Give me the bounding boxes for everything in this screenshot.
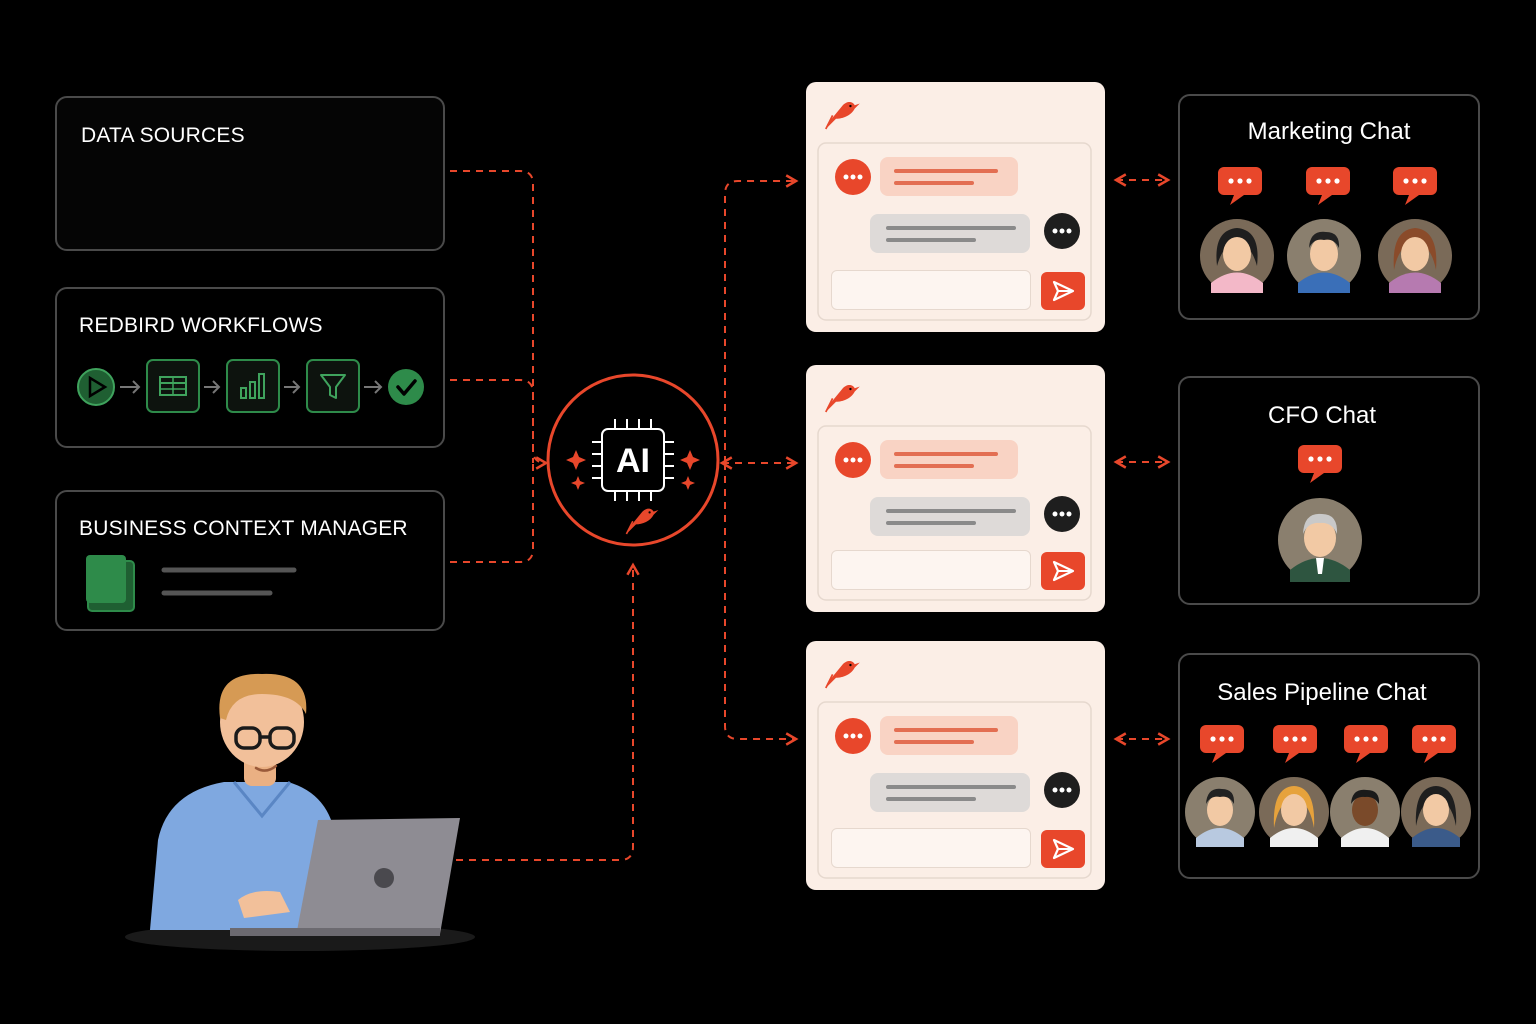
send-icon (1052, 560, 1075, 582)
connector-hub-chat-1 (724, 174, 799, 463)
bar-chart-icon (226, 359, 280, 413)
chat-area (817, 425, 1092, 601)
ai-message (880, 440, 1018, 479)
user-message (870, 773, 1030, 812)
glasses-icon (234, 726, 296, 750)
message-input[interactable] (831, 828, 1031, 868)
connector-data-sources (450, 170, 549, 470)
play-icon (77, 368, 115, 406)
avatar (1401, 777, 1471, 847)
ai-avatar-icon (835, 718, 871, 754)
marketing-chat-panel[interactable]: Marketing Chat (1178, 94, 1480, 320)
message-input[interactable] (831, 270, 1031, 310)
ai-avatar-icon (835, 159, 871, 195)
connector-lines (450, 170, 1171, 861)
send-icon (1052, 280, 1075, 302)
user-illustration (125, 673, 475, 951)
typing-indicator-icon (1044, 496, 1080, 532)
chat-window (806, 82, 1105, 332)
ai-label: AI (616, 442, 650, 480)
avatar (1378, 219, 1452, 293)
ai-message (880, 716, 1018, 755)
chat-title: Marketing Chat (1247, 118, 1411, 145)
panel-title: REDBIRD WORKFLOWS (79, 314, 323, 337)
ai-hub (546, 373, 720, 547)
user-message (870, 497, 1030, 536)
typing-indicator-icon (1044, 772, 1080, 808)
business-context-panel: BUSINESS CONTEXT MANAGER (55, 490, 445, 631)
chat-window (806, 365, 1105, 612)
cfo-chat-panel[interactable]: CFO Chat (1178, 376, 1480, 605)
user-message (870, 214, 1030, 253)
document-stack-icon (86, 555, 135, 612)
redbird-logo-icon (824, 101, 861, 130)
table-icon (146, 359, 200, 413)
connector-user (456, 562, 640, 861)
panel-title: BUSINESS CONTEXT MANAGER (79, 517, 408, 540)
connector-workflows (450, 379, 534, 463)
workflow-steps (77, 359, 424, 413)
send-button[interactable] (1041, 552, 1085, 590)
check-icon (388, 369, 424, 405)
send-button[interactable] (1041, 830, 1085, 868)
sales-chat-members (1185, 777, 1471, 847)
ai-avatar-icon (835, 442, 871, 478)
sparkle-icon (566, 450, 700, 490)
avatar (1259, 777, 1329, 847)
filter-icon (306, 359, 360, 413)
chat-title: CFO Chat (1267, 402, 1377, 429)
message-input[interactable] (831, 550, 1031, 590)
redbird-logo-icon (824, 660, 861, 689)
chat-window (806, 641, 1105, 890)
sales-pipeline-chat-panel[interactable]: Sales Pipeline Chat (1178, 653, 1480, 879)
workflows-panel: REDBIRD WORKFLOWS (55, 287, 445, 448)
connector-hub-chat-3 (724, 463, 799, 746)
data-sources-panel: DATA SOURCES (55, 96, 445, 251)
chat-area (817, 701, 1092, 879)
avatar (1278, 498, 1362, 582)
typing-indicator-icon (1044, 213, 1080, 249)
chat-area (817, 142, 1092, 321)
marketing-chat-members (1200, 219, 1452, 293)
panel-title: DATA SOURCES (81, 124, 245, 147)
redbird-logo-icon (824, 384, 861, 413)
avatar (1200, 219, 1274, 293)
chip-icon (592, 419, 674, 501)
send-button[interactable] (1041, 272, 1085, 310)
chat-title: Sales Pipeline Chat (1217, 679, 1427, 706)
send-icon (1052, 838, 1075, 860)
cfo-chat-members (1278, 498, 1362, 582)
avatar (1185, 777, 1255, 847)
ai-message (880, 157, 1018, 196)
connector-context (450, 463, 534, 563)
avatar (1287, 219, 1361, 293)
avatar (1330, 777, 1400, 847)
